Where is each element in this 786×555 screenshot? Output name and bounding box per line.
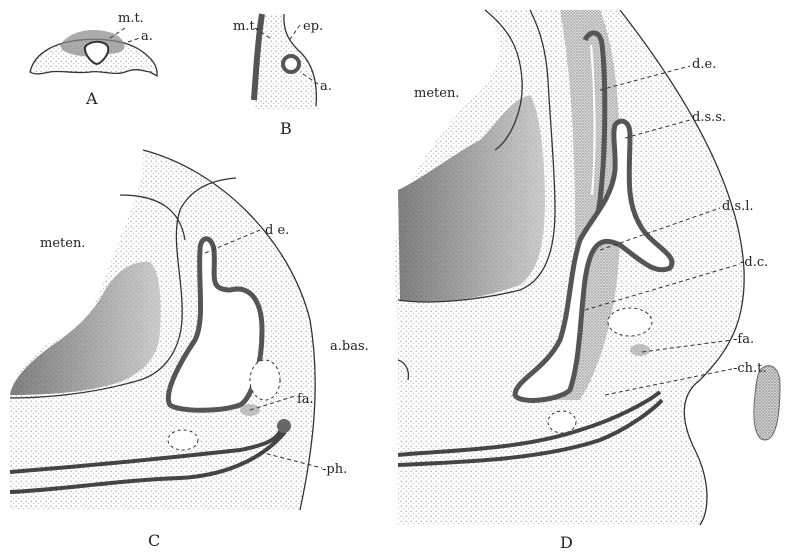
panel-a: m.t. a. A bbox=[30, 11, 157, 108]
label-de: d.e. bbox=[692, 57, 716, 72]
pharynx-tip bbox=[277, 419, 291, 433]
label-a: a. bbox=[320, 79, 332, 94]
label-ph: -ph. bbox=[322, 462, 347, 477]
panel-d: meten. d.e. d.s.s. d.s.l. -d.c. a.bas. -… bbox=[330, 10, 780, 552]
leader-ep bbox=[288, 25, 300, 42]
label-meten: meten. bbox=[40, 236, 85, 251]
label-de: d e. bbox=[265, 223, 289, 238]
ganglion-oval bbox=[168, 430, 198, 450]
ganglion-oval bbox=[608, 308, 652, 336]
notochord-tip bbox=[754, 366, 780, 440]
label-ep: ep. bbox=[303, 19, 323, 34]
panel-c: meten. d e. fa. -ph. C bbox=[10, 150, 347, 550]
label-meten: meten. bbox=[414, 86, 459, 101]
panel-letter: D bbox=[560, 533, 573, 552]
label-fa: -fa. bbox=[733, 332, 754, 347]
label-mt: m.t. bbox=[118, 11, 144, 26]
label-mt: m.t. bbox=[233, 19, 259, 34]
otic-pit bbox=[283, 56, 299, 72]
panel-letter: B bbox=[280, 119, 292, 138]
label-dsl: d.s.l. bbox=[722, 199, 754, 214]
label-fa: fa. bbox=[297, 392, 314, 407]
label-dss: d.s.s. bbox=[692, 110, 726, 125]
label-cht: -ch.t. bbox=[733, 361, 767, 376]
panel-letter: A bbox=[85, 89, 98, 108]
panel-letter: C bbox=[148, 531, 160, 550]
facial-ganglion-dark bbox=[630, 344, 650, 356]
leader-a bbox=[128, 38, 140, 42]
label-dc: -d.c. bbox=[740, 255, 768, 270]
ganglion-oval bbox=[548, 411, 576, 433]
panel-b: m.t. ep. a. B bbox=[233, 14, 332, 138]
ganglion-oval bbox=[250, 360, 280, 400]
label-a: a. bbox=[141, 29, 153, 44]
label-abas: a.bas. bbox=[330, 339, 369, 354]
